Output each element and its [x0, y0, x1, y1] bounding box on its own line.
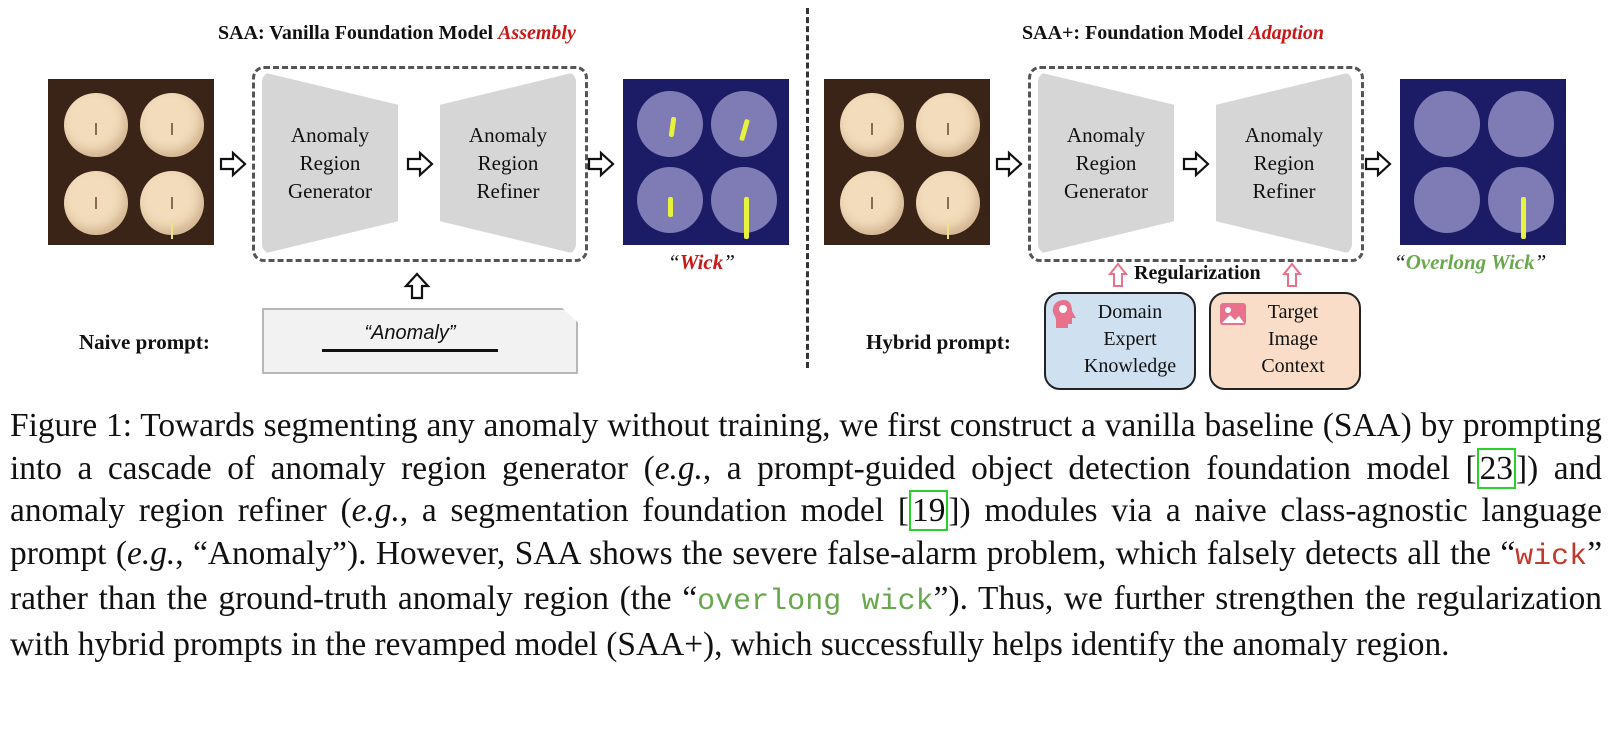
left-generator-label: Anomaly Region Generator	[288, 123, 372, 203]
right-input-image	[824, 79, 990, 245]
left-generator-block: Anomaly Region Generator	[262, 72, 398, 254]
left-output-caption: “Wick”	[668, 250, 735, 274]
right-output-image	[1400, 79, 1566, 245]
left-model-box	[252, 66, 588, 262]
left-panel-title: SAA: Vanilla Foundation Model Assembly	[218, 22, 576, 44]
arrow-up-icon	[403, 272, 431, 300]
left-refiner-block: Anomaly Region Refiner	[440, 72, 576, 254]
image-context-text: Target Image Context	[1261, 301, 1325, 377]
left-input-image	[48, 79, 214, 245]
left-refiner-label: Anomaly Region Refiner	[468, 123, 548, 203]
arrow-right-icon	[1182, 150, 1210, 178]
right-model-box	[1028, 66, 1364, 262]
naive-prompt-note	[262, 308, 578, 374]
arrow-up-icon	[1108, 262, 1128, 287]
arrow-right-icon	[1364, 150, 1392, 178]
right-generator-label: Anomaly Region Generator	[1064, 123, 1148, 203]
naive-prompt-text: “Anomaly”	[322, 322, 498, 352]
image-context-box: Target Image Context	[1209, 292, 1361, 390]
citation-link[interactable]: 23	[1476, 447, 1516, 489]
left-title-emphasis: Assembly	[498, 22, 576, 44]
figure-caption: Figure 1: Towards segmenting any anomaly…	[10, 407, 1603, 663]
naive-prompt-label: Naive prompt:	[79, 330, 210, 354]
domain-knowledge-text: Domain Expert Knowledge	[1083, 301, 1177, 377]
code-overlong-wick: overlong wick	[697, 585, 934, 619]
image-icon	[1220, 303, 1246, 325]
hybrid-prompt-label: Hybrid prompt:	[866, 330, 1011, 354]
right-panel-title: SAA+: Foundation Model Adaption	[1022, 22, 1325, 44]
right-output-caption: “Overlong Wick”	[1394, 250, 1547, 274]
right-refiner-label: Anomaly Region Refiner	[1244, 123, 1324, 203]
arrow-right-icon	[587, 150, 615, 178]
citation-link[interactable]: 19	[909, 490, 949, 531]
brain-head-icon	[1052, 300, 1076, 328]
right-generator-block: Anomaly Region Generator	[1038, 72, 1174, 254]
left-output-image	[623, 79, 789, 245]
arrow-right-icon	[406, 150, 434, 178]
arrow-right-icon	[995, 150, 1023, 178]
panel-divider	[806, 8, 809, 368]
arrow-up-icon	[1282, 262, 1302, 287]
right-refiner-block: Anomaly Region Refiner	[1216, 72, 1352, 254]
right-title-emphasis: Adaption	[1248, 22, 1325, 44]
arrow-right-icon	[219, 150, 247, 178]
code-wick: wick	[1515, 539, 1588, 574]
domain-knowledge-box: Domain Expert Knowledge	[1044, 292, 1196, 390]
regularization-label: Regularization	[1134, 262, 1261, 284]
